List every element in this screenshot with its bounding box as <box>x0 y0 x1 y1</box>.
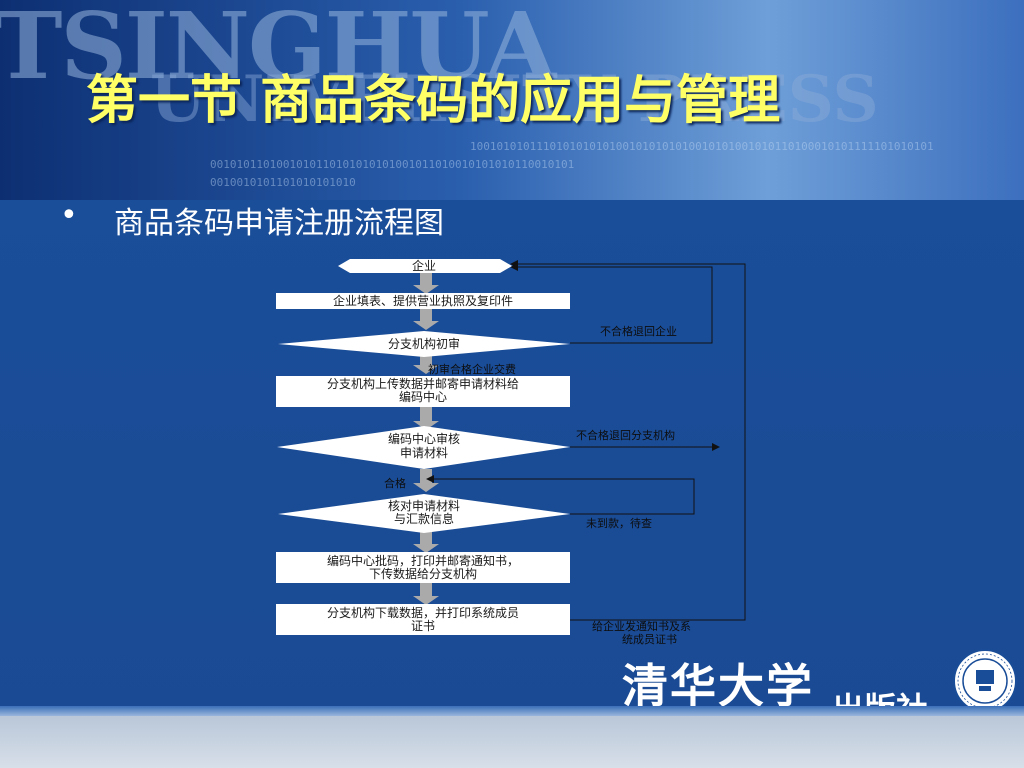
node-center-review-text-1: 编码中心审核 <box>388 431 460 446</box>
node-enterprise-text: 企业 <box>412 258 436 273</box>
node-approve <box>276 552 570 583</box>
node-upload-text-1: 分支机构上传数据并邮寄申请材料给 <box>327 376 519 391</box>
binary-pattern: 0010101101001010110101010101001011010010… <box>210 158 575 171</box>
node-fill-form <box>276 293 570 309</box>
node-verify-text-2: 与汇款信息 <box>394 511 454 526</box>
bullet-text: 商品条码申请注册流程图 <box>114 206 444 241</box>
bullet-dot: • <box>60 198 78 233</box>
node-verify <box>278 494 570 533</box>
edge-label-pass: 合格 <box>384 476 406 490</box>
publisher-name: 清华大学 <box>622 659 814 713</box>
node-download-text-1: 分支机构下载数据，并打印系统成员 <box>327 605 519 620</box>
watermark-university-press: UNIVERSITY PRESS <box>150 62 879 137</box>
edge-label-reject-enterprise: 不合格退回企业 <box>600 324 677 338</box>
node-verify-text-1: 核对申请材料 <box>388 499 460 513</box>
node-branch-review <box>278 331 570 357</box>
node-enterprise <box>338 259 512 273</box>
edge-label-pass-fee: 初审合格企业交费 <box>428 362 516 376</box>
node-approve-text-2: 下传数据给分支机构 <box>369 566 477 581</box>
watermark-tsinghua: TSINGHUA <box>0 0 556 100</box>
edge-label-notify-1: 给企业发通知书及系 <box>592 619 691 633</box>
header-banner: TSINGHUA UNIVERSITY PRESS 10010101011101… <box>0 0 1024 200</box>
node-center-review-text-2: 申请材料 <box>400 446 448 460</box>
binary-pattern: 1001010101110101010101001010101010010101… <box>470 140 934 153</box>
node-download-text-2: 证书 <box>411 619 435 633</box>
footer-bar <box>0 716 1024 768</box>
footer-divider <box>0 706 1024 716</box>
node-upload <box>276 376 570 407</box>
node-download <box>276 604 570 635</box>
edge-label-reject-branch: 不合格退回分支机构 <box>576 428 675 442</box>
tsinghua-press-seal-icon <box>953 649 1017 713</box>
flow-arrows <box>413 273 439 605</box>
edge-label-not-paid: 未到款，待查 <box>586 516 652 530</box>
slide-title: 第一节 商品条码的应用与管理 <box>86 71 781 131</box>
edge-label-notify-2: 统成员证书 <box>622 633 677 646</box>
feedback-lines <box>426 260 746 621</box>
node-upload-text-2: 编码中心 <box>399 389 447 404</box>
node-fill-form-text: 企业填表、提供营业执照及复印件 <box>333 293 513 308</box>
node-approve-text-1: 编码中心批码，打印并邮寄通知书， <box>327 553 519 568</box>
binary-pattern: 0010010101101010101010 <box>210 176 356 189</box>
node-center-review <box>277 426 570 469</box>
node-branch-review-text: 分支机构初审 <box>388 336 460 351</box>
